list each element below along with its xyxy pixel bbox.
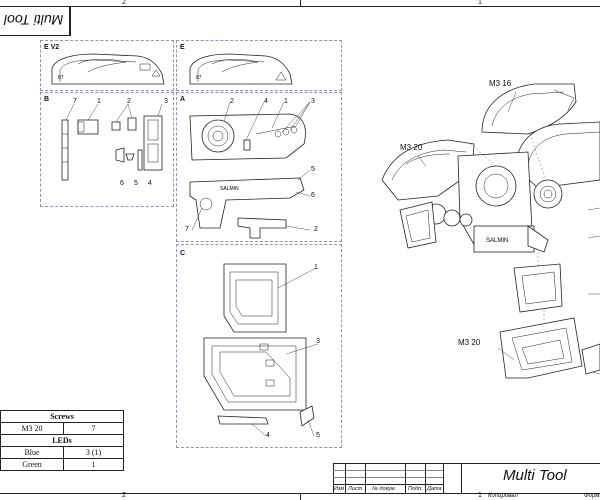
format-label: Формат [584, 493, 600, 499]
bom-screws-header: Screws [0, 410, 124, 423]
bom-cell: 3 (1) [63, 446, 124, 459]
callout: 6 [120, 180, 124, 187]
view-label: E V2 [44, 44, 60, 51]
zone-number: 1 [478, 492, 482, 499]
view-label: C [180, 250, 186, 257]
callout: 7 [185, 226, 189, 233]
view-c-frame [176, 244, 342, 448]
main-callout: M3 16 [489, 79, 512, 88]
b-exploded-drawing [61, 103, 163, 181]
main-exploded-assembly: SALMIN [381, 83, 600, 379]
view-label: E [180, 44, 185, 51]
title-block-col: Изм [334, 486, 345, 492]
callout: 1 [284, 98, 288, 105]
inverted-title-box: Multi Tool [0, 6, 70, 36]
callout: 4 [148, 180, 152, 187]
main-callout: M3 20 [458, 338, 481, 347]
callout: 3 [164, 98, 168, 105]
svg-text:SALMIN: SALMIN [486, 238, 508, 244]
callout: 5 [134, 180, 138, 187]
view-label: B [44, 96, 50, 103]
bom-leds-header: LEDs [0, 434, 124, 447]
svg-text:87: 87 [58, 75, 64, 81]
bom-cell: Blue [0, 446, 64, 459]
bom-cell: 7 [63, 422, 124, 435]
callout: 1 [314, 264, 318, 271]
callout: 3 [311, 98, 315, 105]
bom-cell: 1 [63, 458, 124, 471]
e-housing-drawing: 87 [189, 53, 293, 85]
title-block-col: № докум [372, 486, 395, 492]
title-block-col: Дата [427, 486, 442, 492]
callout: 6 [311, 192, 315, 199]
copied-label: Копировал [488, 493, 518, 499]
callout: 3 [316, 338, 320, 345]
callout: 2 [314, 226, 318, 233]
bom-table: Screws M3 20 7 LEDs Blue 3 (1) Green 1 [0, 410, 124, 471]
callout: 5 [316, 432, 320, 439]
zone-number: 2 [122, 0, 126, 6]
main-callout: M3 20 [400, 143, 423, 152]
bom-cell: M3 20 [0, 422, 64, 435]
callout: 5 [311, 166, 315, 173]
view-b-frame [40, 92, 174, 207]
callout: 1 [97, 98, 101, 105]
c-exploded-drawing [203, 263, 319, 437]
a-exploded-drawing: SALMIN [189, 101, 311, 239]
bom-cell: Green [0, 458, 64, 471]
callout: 2 [230, 98, 234, 105]
svg-text:87: 87 [196, 75, 202, 81]
ev2-housing-drawing: 87 [51, 53, 165, 85]
title-block-col: Подп. [408, 486, 423, 492]
callout: 4 [264, 98, 268, 105]
zone-number: 1 [478, 0, 482, 6]
callout: 2 [127, 98, 131, 105]
view-e-frame [176, 40, 342, 91]
callout: 7 [73, 98, 77, 105]
callout: 4 [266, 432, 270, 439]
inverted-title: Multi Tool [4, 12, 64, 28]
view-ev2-frame [40, 40, 174, 91]
title-block-col: Лист [348, 486, 363, 492]
zone-number: 2 [122, 492, 126, 499]
svg-text:SALMIN: SALMIN [220, 186, 239, 192]
view-a-frame [176, 92, 342, 242]
title-block: Изм Лист № докум Подп. Дата Multi Tool [333, 463, 600, 493]
view-label: A [180, 96, 186, 103]
drawing-title: Multi Tool [503, 467, 567, 484]
